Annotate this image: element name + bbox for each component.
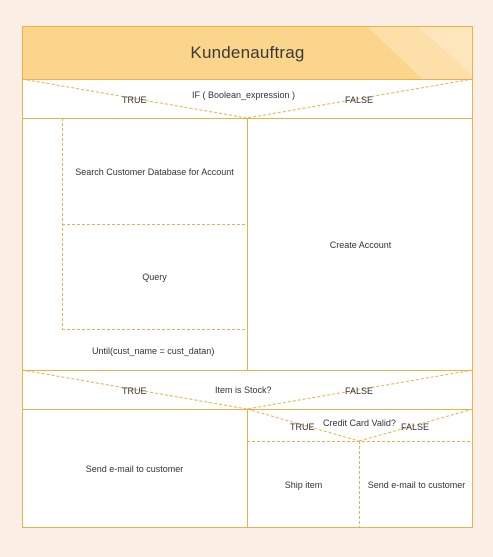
diagram-title: Kundenauftrag (190, 43, 305, 62)
if-credit-condition: Credit Card Valid? (323, 418, 396, 428)
send-email-left-block: Send e-mail to customer (85, 464, 184, 474)
loop-until-condition: Until(cust_name = cust_datan) (92, 346, 215, 356)
create-account-block: Create Account (329, 239, 392, 250)
if-stock-false-label: FALSE (345, 386, 374, 396)
if-main-condition: IF ( Boolean_expression ) (192, 90, 296, 100)
if-main-false-label: FALSE (345, 95, 374, 105)
loop-step-query: Query (142, 272, 167, 282)
send-email-right-block: Send e-mail to customer (367, 480, 466, 490)
title-bar: Kundenauftrag (22, 26, 473, 79)
if-credit-true-label: TRUE (290, 422, 315, 432)
if-credit-false-label: FALSE (401, 422, 430, 432)
if-stock-condition: Item is Stock? (215, 385, 272, 395)
loop-step-search: Search Customer Database for Account (75, 166, 234, 177)
if-stock-true-label: TRUE (122, 386, 147, 396)
ship-item-block: Ship item (284, 480, 323, 490)
if-main-true-label: TRUE (122, 95, 147, 105)
